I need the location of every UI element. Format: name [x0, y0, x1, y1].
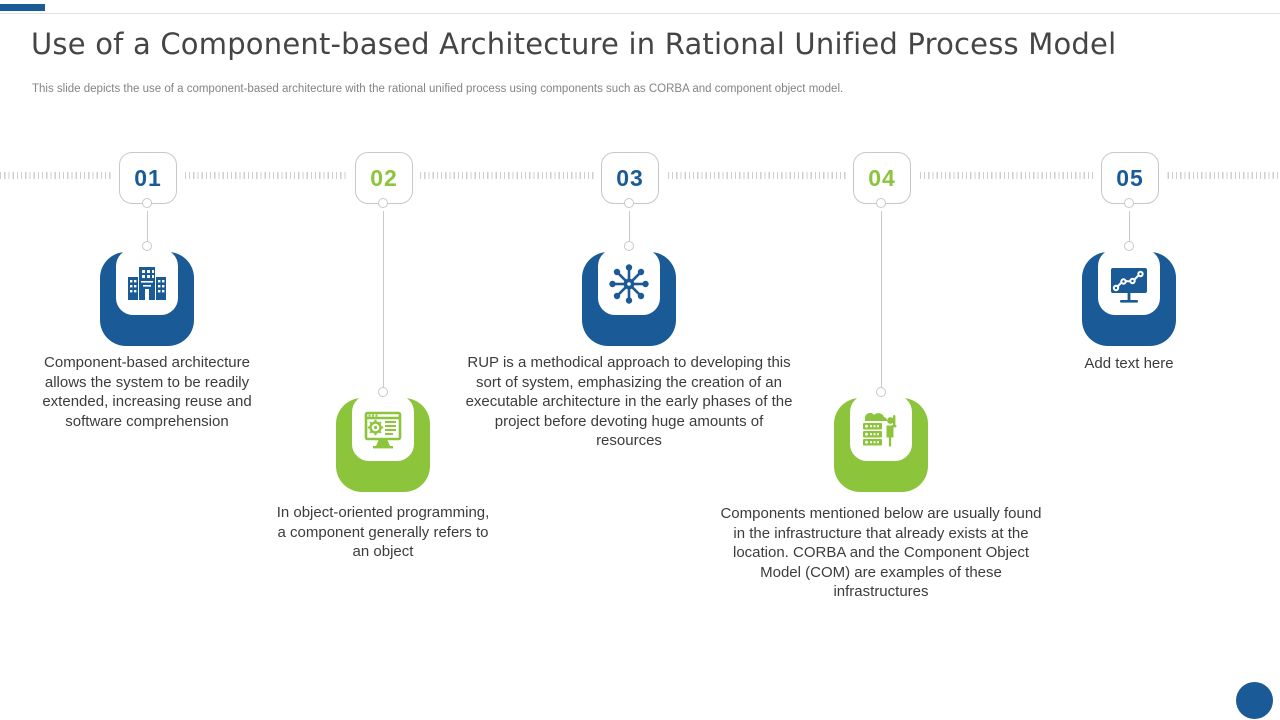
page-title: Use of a Component-based Architecture in… [31, 27, 1117, 61]
step-description: Add text here [1084, 355, 1174, 372]
step-number-badge: 03 [601, 152, 659, 204]
connector-node [624, 198, 634, 208]
connector-node [624, 241, 634, 251]
connector-line [146, 203, 148, 243]
step-number-badge: 02 [355, 152, 413, 204]
connector-node [876, 387, 886, 397]
top-divider [0, 13, 1280, 14]
buildings-icon [128, 267, 166, 300]
step-description: In object-oriented programming, a compon… [276, 504, 490, 560]
step-description: Components mentioned below are usually f… [720, 505, 1042, 600]
step-number: 03 [616, 164, 644, 191]
server-technician-icon [863, 413, 897, 447]
step-number: 02 [370, 164, 398, 191]
connector-node [378, 198, 388, 208]
connector-node [1124, 198, 1134, 208]
slide-subtitle: This slide depicts the use of a componen… [32, 83, 844, 95]
connector-line [1128, 203, 1130, 243]
step-number: 04 [868, 164, 896, 191]
monitor-gear-icon [364, 411, 402, 449]
step-number: 01 [134, 164, 162, 191]
connector-node [142, 198, 152, 208]
connector-node [1124, 241, 1134, 251]
step-number-badge: 01 [119, 152, 177, 204]
connector-line [628, 203, 630, 243]
step-number-badge: 04 [853, 152, 911, 204]
connector-node [142, 241, 152, 251]
connector-line [880, 203, 882, 389]
step-number: 05 [1116, 164, 1144, 191]
monitor-chart-icon [1111, 268, 1147, 303]
network-hub-icon [609, 264, 649, 304]
step-number-badge: 05 [1101, 152, 1159, 204]
connector-node [378, 387, 388, 397]
accent-bar [0, 4, 45, 11]
footer-dot [1236, 682, 1273, 719]
connector-node [876, 198, 886, 208]
step-description: Component-based architecture allows the … [42, 354, 252, 430]
connector-line [382, 203, 384, 389]
step-description: RUP is a methodical approach to developi… [465, 354, 793, 449]
